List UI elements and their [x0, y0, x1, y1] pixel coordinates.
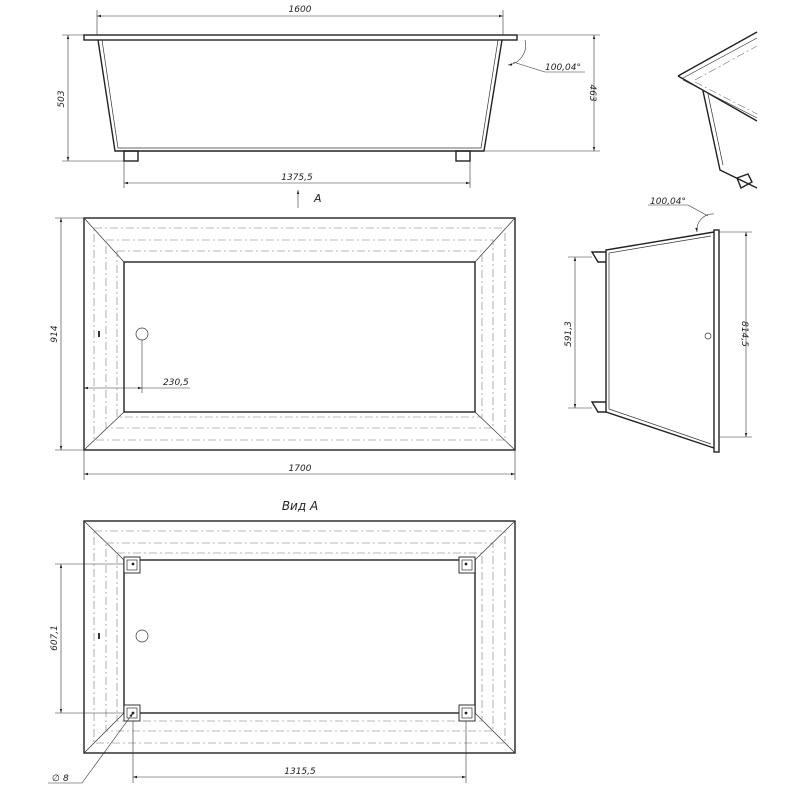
view-a-outline — [83, 520, 516, 754]
dim-side-inner: 591,3 — [564, 321, 574, 347]
side-drain — [704, 332, 712, 340]
dim-height-total: 503 — [57, 90, 67, 107]
dim-hole-symbol: ∅ — [52, 774, 60, 784]
front-foot-right — [455, 150, 471, 162]
leg-bracket-top-left — [123, 556, 141, 574]
dim-hole-diameter: 8 — [63, 774, 69, 784]
view-a-drain-hole — [135, 629, 149, 643]
side-view: 100,04° 591,3 814,5 — [564, 197, 752, 453]
dim-angle-side: 100,04° — [650, 197, 686, 207]
plan-outline — [83, 217, 516, 451]
side-rim — [713, 229, 720, 453]
dim-drain-offset: 230,5 — [163, 378, 189, 388]
drain-hole — [135, 327, 149, 341]
leg-bracket-top-right — [458, 556, 476, 574]
dim-side-outer: 814,5 — [739, 321, 749, 347]
plan-bottom — [123, 261, 476, 413]
front-foot-left — [123, 150, 139, 162]
front-body-inner-edge — [101, 39, 499, 149]
dim-plan-length: 1700 — [289, 464, 312, 474]
dim-base-length: 1375,5 — [281, 173, 313, 183]
plan-view: 914 230,5 1700 — [50, 217, 516, 480]
view-a-bottom — [123, 559, 476, 714]
dim-leg-span-y: 607,1 — [50, 625, 60, 651]
view-a-title: Вид А — [282, 499, 318, 513]
dim-plan-width: 914 — [50, 325, 60, 342]
leg-bracket-bottom-right — [458, 704, 476, 722]
dim-leg-span-x: 1315,5 — [284, 767, 316, 777]
dim-angle-front: 100,04° — [545, 63, 581, 73]
front-view: 1600 503 463 100,04° 1375,5 A — [57, 5, 600, 208]
dim-height-inner: 463 — [587, 84, 597, 101]
front-rim — [83, 34, 518, 41]
front-body — [97, 39, 503, 152]
view-arrow-label: A — [313, 192, 322, 205]
dim-top-width: 1600 — [289, 5, 312, 15]
leg-bracket-bottom-left — [123, 704, 141, 722]
view-a: 607,1 1315,5 ∅ 8 — [48, 520, 516, 784]
side-body — [605, 231, 715, 449]
isometric-detail — [677, 31, 758, 189]
